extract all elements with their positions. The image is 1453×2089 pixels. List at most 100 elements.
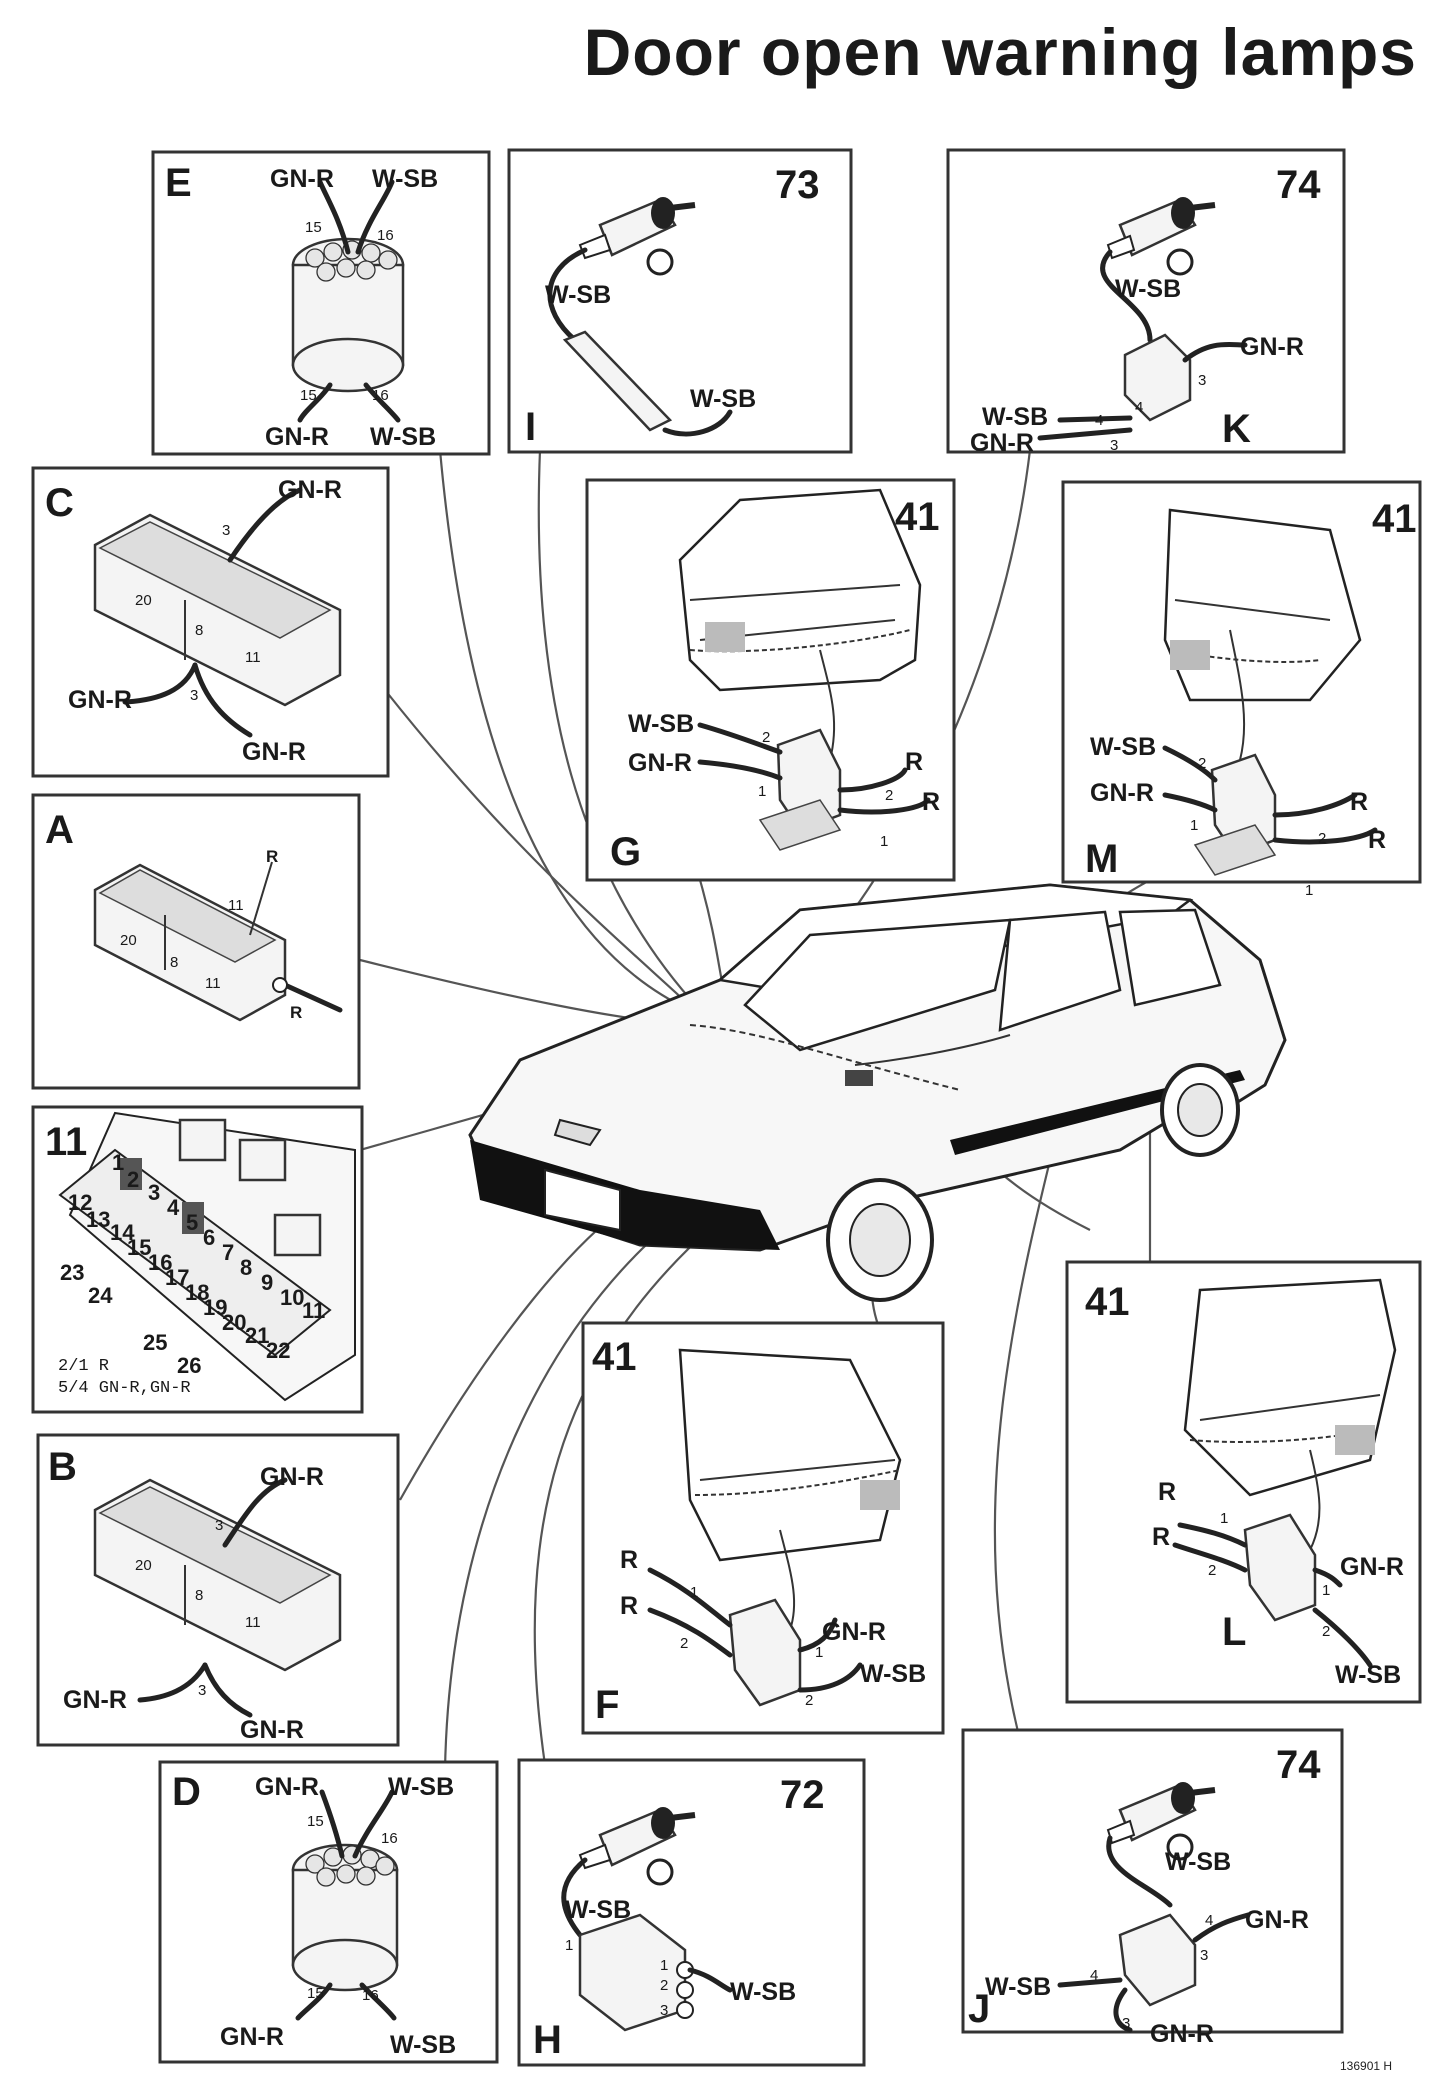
panel-number: 74 — [1276, 163, 1321, 207]
wire-label: W-SB — [390, 2031, 456, 2059]
svg-text:26: 26 — [177, 1353, 201, 1378]
pin-number: 15 — [305, 219, 322, 236]
wire-label: W-SB — [690, 385, 756, 413]
pin-number: 3 — [198, 1682, 206, 1699]
pin-number: 1 — [565, 1937, 573, 1954]
svg-text:11: 11 — [302, 1298, 325, 1323]
panel-number: 41 — [1372, 497, 1417, 541]
wire-label: GN-R — [628, 749, 692, 777]
panel-h: 72 H W-SB W-SB 1 2 3 1 — [517, 1758, 866, 2067]
wire-label: GN-R — [270, 165, 334, 193]
wire-label: W-SB — [628, 710, 694, 738]
pin-number: 16 — [362, 1987, 379, 2004]
pin-number: 15 — [300, 387, 317, 404]
wire-label: W-SB — [1165, 1848, 1231, 1876]
wire-label: W-SB — [985, 1973, 1051, 2001]
svg-text:4: 4 — [167, 1195, 180, 1220]
panel-letter: C — [45, 481, 74, 525]
svg-text:9: 9 — [261, 1270, 273, 1295]
panel-j: 74 J W-SB GN-R W-SB GN-R 4 3 4 3 — [961, 1728, 1344, 2048]
pin-number: 20 — [135, 1557, 152, 1574]
wire-label: R — [266, 847, 278, 866]
pin-number: 16 — [372, 387, 389, 404]
panel-letter: E — [165, 161, 192, 205]
wire-label: R — [922, 788, 940, 816]
pin-number: 16 — [381, 1830, 398, 1847]
page-title: Door open warning lamps — [583, 15, 1417, 89]
panel-l: 41 L R R GN-R W-SB 1 2 1 2 — [1065, 1260, 1422, 1704]
pin-number: 1 — [815, 1644, 823, 1661]
pin-number: 2 — [1322, 1623, 1330, 1640]
wire-label: W-SB — [372, 165, 438, 193]
pin-number: 1 — [1190, 817, 1198, 834]
panel-number: 41 — [1085, 1280, 1130, 1324]
pin-number: 15 — [307, 1813, 324, 1830]
svg-text:1: 1 — [112, 1150, 124, 1175]
panel-letter: L — [1222, 1610, 1246, 1654]
svg-text:10: 10 — [280, 1285, 304, 1310]
pin-number: 1 — [758, 783, 766, 800]
panel-letter: I — [525, 405, 536, 449]
wire-label: W-SB — [565, 1896, 631, 1924]
wire-label: GN-R — [220, 2023, 284, 2051]
pin-number: 1 — [880, 833, 888, 850]
svg-text:12: 12 — [68, 1190, 92, 1215]
panel-c: C 20 8 11 GN-R GN-R GN-R 3 3 — [31, 466, 390, 778]
pin-number: 3 — [660, 2002, 668, 2019]
panel-letter: D — [172, 1770, 201, 1814]
panel-letter: B — [48, 1445, 77, 1489]
panel-letter: M — [1085, 837, 1118, 881]
pin-number: 2 — [680, 1635, 688, 1652]
pin-number: 3 — [1110, 437, 1118, 454]
wire-label: GN-R — [278, 476, 342, 504]
pin-number: 1 — [1220, 1510, 1228, 1527]
wire-label: GN-R — [68, 686, 132, 714]
wire-label: R — [905, 748, 923, 776]
svg-text:22: 22 — [266, 1338, 290, 1363]
pin-number: 2 — [762, 729, 770, 746]
wire-label: W-SB — [982, 403, 1048, 431]
wire-label: GN-R — [63, 1686, 127, 1714]
panel-e: E GN-R W-SB GN-R W-SB 15 16 15 16 — [151, 150, 491, 456]
pin-number: 2 — [660, 1977, 668, 1994]
pin-number: 4 — [1205, 1912, 1213, 1929]
pin-number: 3 — [1198, 372, 1206, 389]
svg-text:8: 8 — [240, 1255, 252, 1280]
wire-label: GN-R — [1150, 2020, 1214, 2048]
pin-number: 15 — [307, 1985, 324, 2002]
wire-label: GN-R — [265, 423, 329, 451]
svg-text:25: 25 — [143, 1330, 167, 1355]
svg-text:21: 21 — [245, 1323, 269, 1348]
panel-fuse-box: 11 1 2 3 4 5 6 7 8 9 10 11 12 13 14 15 1… — [31, 1105, 364, 1414]
svg-text:20: 20 — [135, 592, 152, 609]
pin-number: 20 — [120, 932, 137, 949]
svg-text:6: 6 — [203, 1225, 215, 1250]
pin-number: 11 — [245, 1614, 261, 1631]
pin-number: 2 — [805, 1692, 813, 1709]
wire-label: GN-R — [260, 1463, 324, 1491]
wire-label: W-SB — [1115, 275, 1181, 303]
wire-label: GN-R — [1340, 1553, 1404, 1581]
pin-number: 2 — [885, 787, 893, 804]
pin-number: 2 — [1198, 755, 1206, 772]
wire-label: R — [290, 1003, 302, 1022]
pin-number: 11 — [205, 975, 221, 992]
pin-number: 1 — [660, 1957, 668, 1974]
svg-text:18: 18 — [185, 1280, 209, 1305]
wire-label: W-SB — [730, 1978, 796, 2006]
wire-label: R — [620, 1592, 638, 1620]
wire-label: GN-R — [970, 429, 1034, 457]
wire-label: GN-R — [822, 1618, 886, 1646]
panel-k: 74 K W-SB GN-R W-SB GN-R 4 3 4 3 — [946, 148, 1346, 457]
panel-letter: J — [968, 1987, 990, 2031]
fuse-numbers: 1 2 3 4 5 6 7 8 9 10 11 12 13 14 15 16 1… — [60, 1150, 325, 1378]
pin-number: 3 — [222, 522, 230, 539]
svg-text:15: 15 — [127, 1235, 151, 1260]
svg-text:2: 2 — [127, 1167, 139, 1192]
wire-label: R — [1158, 1478, 1176, 1506]
svg-text:7: 7 — [222, 1240, 234, 1265]
panel-d: D GN-R W-SB GN-R W-SB 15 16 15 16 — [158, 1760, 499, 2064]
panel-letter: H — [533, 2018, 562, 2062]
wire-label: W-SB — [545, 281, 611, 309]
